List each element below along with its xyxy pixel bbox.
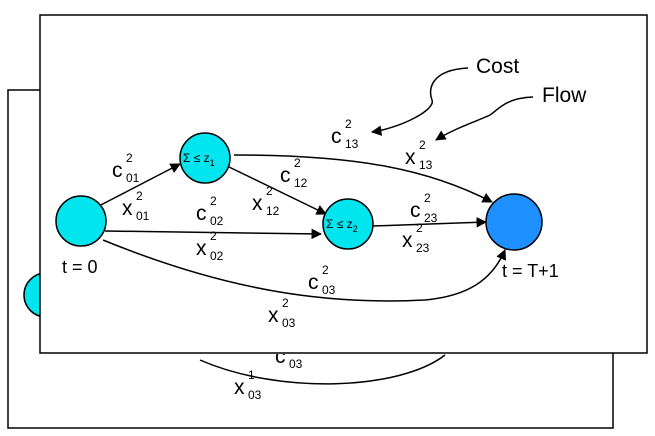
back-layer-edge-03 (199, 354, 446, 385)
cost-callout-label: Cost (476, 55, 520, 78)
node-2-label: Σ ≤ z2 (326, 217, 358, 234)
edge-1-3 (233, 154, 493, 203)
edge-1-2 (226, 165, 327, 215)
source-node (55, 195, 107, 247)
cost-callout-arrow (370, 67, 469, 136)
flow-callout-label: Flow (542, 84, 587, 107)
edge-0-2 (104, 228, 323, 240)
flow-callout-arrow (435, 96, 534, 141)
sink-node (485, 193, 543, 251)
edge-0-3 (102, 239, 507, 302)
sink-time-label: t = T+1 (502, 261, 559, 281)
node-1 (179, 132, 231, 184)
node-1-label: Σ ≤ z1 (183, 151, 215, 168)
node-2 (322, 198, 374, 250)
edge-2-3 (372, 217, 488, 228)
edge-0-1 (94, 163, 181, 209)
source-time-label: t = 0 (62, 257, 98, 277)
